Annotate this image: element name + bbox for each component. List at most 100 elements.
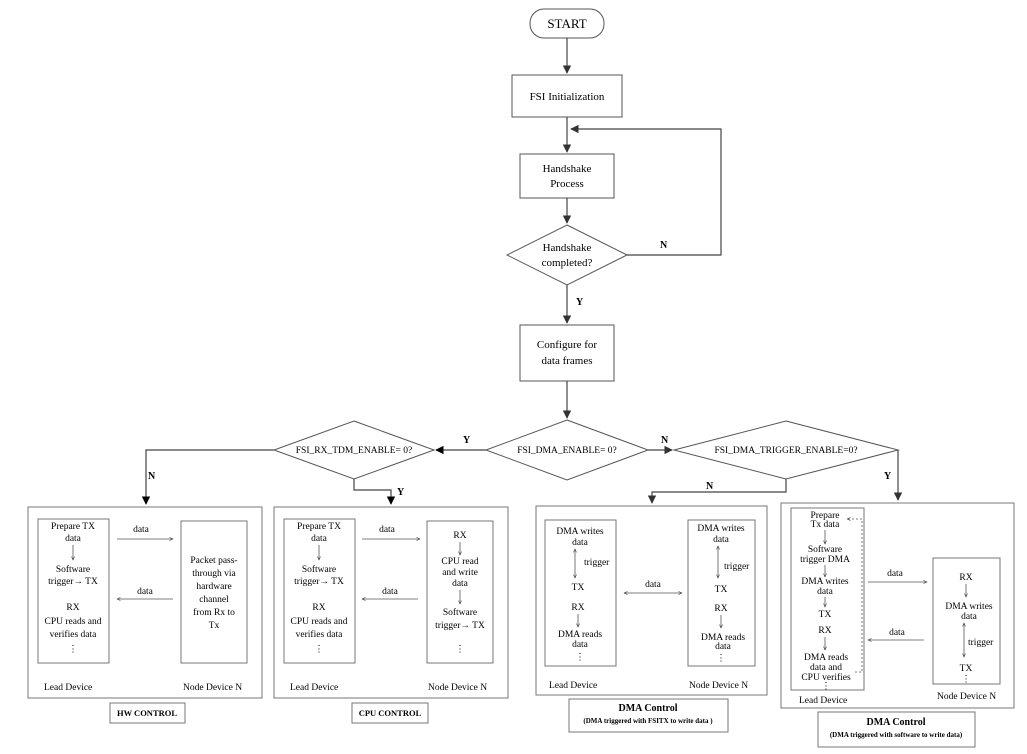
handshake-label-1: Handshake <box>543 163 592 175</box>
handshake-q-1: Handshake <box>543 242 592 254</box>
dma2-lead-text: data and <box>810 663 842 673</box>
init-label: FSI Initialization <box>530 91 605 103</box>
hw-lead-text: data <box>65 534 82 544</box>
hw-node-text: Packet pass- <box>190 556 237 566</box>
cpu-node-text: and write <box>442 568 478 578</box>
dma2-data-label: data <box>887 569 904 579</box>
dma2-lead-text: Tx data <box>811 520 841 530</box>
dma1-data-label: data <box>645 580 662 590</box>
dma1-lead-text: RX <box>571 603 584 613</box>
handshake-q-2: completed? <box>542 257 593 269</box>
trigger-enable-q: FSI_DMA_TRIGGER_ENABLE=0? <box>714 446 857 456</box>
tdm-enable-q: FSI_RX_TDM_ENABLE= 0? <box>296 446 412 456</box>
dma2-node-text: data <box>961 612 978 622</box>
handshake-yes-label: Y <box>576 297 584 308</box>
cpu-lead-text: CPU reads and <box>291 617 348 627</box>
dma1-subtitle: (DMA triggered with FSITX to write data … <box>583 717 713 725</box>
dma-fsitx-panel: DMA writes data trigger TX RX DMA reads … <box>535 505 768 696</box>
dma2-node-text: RX <box>959 573 972 583</box>
dma1-lead-box <box>544 519 617 667</box>
dma2-lead-text: data <box>817 587 834 597</box>
hw-node-text: Tx <box>209 621 220 631</box>
hw-node-text: through via <box>192 569 236 579</box>
hw-lead-text: verifies data <box>50 629 97 640</box>
dma1-lead-text: ⋮ <box>575 653 585 663</box>
dma2-node-text: TX <box>960 664 973 674</box>
dma1-node-text: DMA reads <box>701 633 745 643</box>
dma2-lead-device-label: Lead Device <box>799 696 847 706</box>
dma1-lead-text: data <box>572 538 589 548</box>
config-box <box>519 324 615 382</box>
dma1-lead-device-label: Lead Device <box>549 681 597 691</box>
dma1-node-text: data <box>713 535 730 545</box>
dma1-node-box <box>687 519 756 667</box>
cpu-lead-text: Prepare TX <box>297 522 341 532</box>
dma2-node-text: trigger <box>968 638 994 648</box>
hw-lead-text: Software <box>56 564 90 575</box>
init-box <box>511 74 623 118</box>
hw-data-label: data <box>137 587 154 597</box>
cpu-node-text: ⋮ <box>455 645 465 655</box>
dma1-node-text: ⋮ <box>716 654 726 664</box>
dma2-subtitle: (DMA triggered with software to write da… <box>830 731 963 739</box>
cpu-lead-text: verifies data <box>296 629 343 640</box>
dma2-lead-box <box>790 507 865 691</box>
cpu-control-title-box <box>351 702 429 724</box>
hw-lead-text: RX <box>66 603 79 613</box>
dma2-title: DMA Control <box>867 717 926 728</box>
dma1-node-text: TX <box>715 585 728 595</box>
hw-lead-box <box>37 518 110 664</box>
dma1-lead-text: TX <box>572 583 585 593</box>
hw-lead-text: Prepare TX <box>51 522 95 532</box>
arrow-tdm-yes <box>353 479 396 505</box>
cpu-node-text: CPU read <box>441 557 478 567</box>
dma1-lead-text: data <box>572 640 589 650</box>
cpu-node-text: Software <box>443 607 477 618</box>
cpu-lead-text: trigger→ TX <box>294 577 344 587</box>
dma-software-panel: Prepare Tx data Software trigger DMA DMA… <box>780 502 1015 709</box>
handshake-label-2: Process <box>550 178 584 190</box>
dma1-node-text: data <box>715 642 732 652</box>
trigger-no-label: N <box>706 481 714 492</box>
dma-yes-label: Y <box>463 435 471 446</box>
dma-enable-decision <box>484 419 650 481</box>
config-label-2: data frames <box>542 355 593 367</box>
dma1-lead-text: DMA reads <box>558 630 602 640</box>
dma2-node-text: DMA writes <box>945 602 993 612</box>
cpu-data-label: data <box>382 587 399 597</box>
dma1-node-text: trigger <box>724 562 750 572</box>
dma1-title: DMA Control <box>619 703 678 714</box>
dma1-node-device-label: Node Device N <box>689 681 748 691</box>
dma1-lead-text: DMA writes <box>556 527 604 537</box>
cpu-node-text: data <box>452 579 469 589</box>
hw-lead-text: ⋮ <box>68 645 78 655</box>
cpu-lead-box <box>283 518 356 664</box>
trigger-yes-label: Y <box>884 471 892 482</box>
cpu-control-panel: Prepare TX data Software trigger→ TX RX … <box>273 506 509 699</box>
hw-node-text: channel <box>199 595 229 605</box>
dma2-title-box <box>817 711 976 748</box>
dma2-lead-text: ⋮ <box>821 682 831 692</box>
cpu-node-device-label: Node Device N <box>428 683 487 693</box>
dma2-lead-text: trigger DMA <box>800 555 850 565</box>
hw-control-panel: Prepare TX data Software trigger→ TX RX … <box>27 506 263 699</box>
cpu-lead-text: Software <box>302 564 336 575</box>
cpu-node-text: trigger→ TX <box>435 621 485 631</box>
dma2-lead-text: DMA reads <box>804 653 848 663</box>
dma2-lead-text: Prepare <box>810 511 839 521</box>
dma2-data-label: data <box>889 628 906 638</box>
cpu-lead-text: data <box>311 534 328 544</box>
handshake-box <box>519 153 615 199</box>
dma2-lead-text: CPU verifies <box>801 672 851 683</box>
hw-data-label: data <box>133 525 150 535</box>
dma2-lead-text: RX <box>818 626 831 636</box>
config-label-1: Configure for <box>537 339 598 351</box>
tdm-yes-label: Y <box>397 487 405 498</box>
cpu-lead-text: RX <box>312 603 325 613</box>
dma2-lead-text: DMA writes <box>801 577 849 587</box>
hw-lead-text: CPU reads and <box>45 617 102 627</box>
dma-no-label: N <box>661 435 669 446</box>
dma2-node-device-label: Node Device N <box>937 692 996 702</box>
cpu-lead-text: ⋮ <box>314 645 324 655</box>
